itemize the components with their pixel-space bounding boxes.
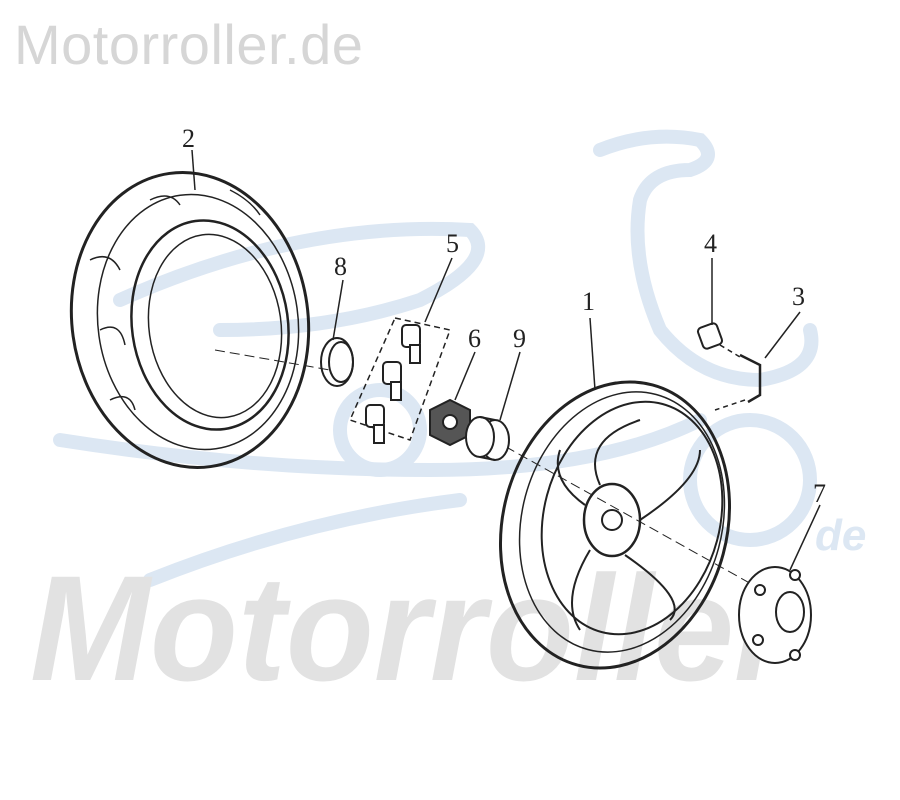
part-label-3: 3	[792, 282, 805, 311]
part-label-6: 6	[468, 324, 481, 353]
nut-part-6	[429, 398, 471, 447]
spacer-part-9	[465, 416, 510, 461]
part-label-4: 4	[704, 229, 717, 258]
axis-line	[214, 349, 331, 371]
part-label-2: 2	[182, 124, 195, 153]
rim-part-1	[498, 380, 732, 670]
valve-part-3	[714, 344, 762, 411]
part-label-7: 7	[813, 479, 826, 508]
bolts-part-5	[348, 317, 451, 444]
site-title: Motorroller.de	[14, 13, 364, 76]
part-label-1: 1	[582, 287, 595, 316]
watermark-logo	[53, 129, 819, 587]
leader-lines	[191, 149, 821, 571]
part-label-5: 5	[446, 229, 459, 258]
valve-cap-part-4	[696, 322, 724, 350]
hub-flange-part-7	[738, 566, 812, 664]
part-label-8: 8	[334, 252, 347, 281]
tire-part-2	[69, 171, 311, 469]
part-label-9: 9	[513, 324, 526, 353]
clip-part-8	[320, 337, 354, 387]
watermark-suffix: de	[815, 511, 866, 560]
